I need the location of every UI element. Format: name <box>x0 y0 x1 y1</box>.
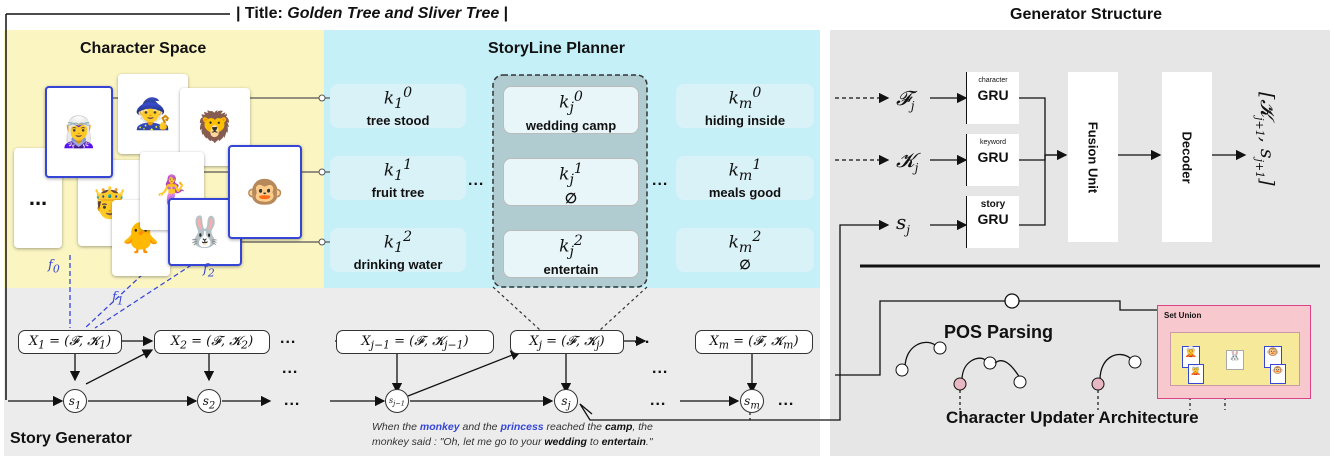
fusion-unit: Fusion Unit <box>1068 72 1118 242</box>
flow-label-f2: f2 <box>203 262 215 280</box>
story-title: | Title: Golden Tree and Sliver Tree | <box>236 5 508 23</box>
title-story-name: Golden Tree and Sliver Tree <box>287 5 500 22</box>
x-node-m: Xm = (𝓕, 𝓚m) <box>695 330 813 354</box>
set-union-elf-icon-2: 🧝 <box>1188 364 1204 384</box>
keyword-km-1: km1 meals good <box>676 156 814 200</box>
gru-name: GRU <box>977 87 1009 103</box>
gru-tag: keyword <box>979 139 1007 146</box>
s-chain-ellipsis-3: ... <box>652 360 669 377</box>
keyword-text: drinking water <box>353 257 443 273</box>
story-generator-panel <box>4 288 820 456</box>
highlight-princess: princess <box>500 421 544 433</box>
gru-tag: story <box>980 199 1006 210</box>
planner-ellipsis-left: ... <box>468 172 485 189</box>
sentence-line-1: When the monkey and the princess reached… <box>372 421 653 433</box>
decoder-label: Decoder <box>1179 130 1195 184</box>
s-chain-ellipsis-1: ... <box>282 360 299 377</box>
character-updater-title: Character Updater Architecture <box>946 408 1199 427</box>
s-chain-ellipsis-2: ... <box>284 392 301 409</box>
keyword-km-0: km0 hiding inside <box>676 84 814 128</box>
x-chain-ellipsis-2: ... <box>634 330 651 347</box>
ellipsis-card-text: ... <box>28 185 48 210</box>
set-union-rabbit-icon: 🐰 <box>1226 350 1244 370</box>
x-node-j-1: Xj−1 = (𝓕, 𝓚j−1) <box>336 330 494 354</box>
gru-name: GRU <box>977 211 1009 227</box>
card-elf: 🧝‍♀️ <box>45 86 113 178</box>
x-chain-ellipsis-1: ... <box>280 330 297 347</box>
input-K: 𝓚j <box>896 148 919 175</box>
keyword-text: wedding camp <box>525 118 617 134</box>
keyword-text: ∅ <box>564 190 578 207</box>
card-wizard: 🧙 <box>118 74 188 154</box>
planner-ellipsis-right: ... <box>652 172 669 189</box>
sentence-line-2: monkey said : "Oh, let me go to your wed… <box>372 436 653 448</box>
storyline-planner-title: StoryLine Planner <box>488 40 625 57</box>
story-generator-title: Story Generator <box>10 430 132 447</box>
s-node-j-1: sj−1 <box>385 389 409 413</box>
input-s: sj <box>896 210 910 237</box>
keyword-text: entertain <box>543 262 599 278</box>
elf-icon: 🧝‍♀️ <box>60 115 98 149</box>
gru-tag: character <box>978 77 1008 84</box>
card-monkey: 🐵 <box>228 145 302 239</box>
set-union-label: Set Union <box>1164 311 1202 320</box>
set-union-box: Set Union 🧝 🐰 🐵 🧝 🐵 <box>1157 305 1311 399</box>
x-node-j: Xj = (𝓕, 𝓚j) <box>510 330 624 354</box>
keyword-text: fruit tree <box>371 185 425 201</box>
keyword-gru: keyword GRU <box>966 134 1019 186</box>
generated-sentence: When the monkey and the princess reached… <box>372 420 653 450</box>
s-node-2: s2 <box>197 389 221 413</box>
highlight-camp: camp <box>604 421 633 433</box>
gru-name: GRU <box>977 149 1009 165</box>
keyword-km-2: km2 ∅ <box>676 228 814 272</box>
generator-output: [𝓚j+1, sj+1] <box>1253 92 1278 186</box>
keyword-k1-0: k10 tree stood <box>330 84 466 128</box>
input-F: 𝓕j <box>896 86 915 113</box>
s-node-m: sm <box>740 389 764 413</box>
generator-structure-title: Generator Structure <box>1010 6 1163 23</box>
flow-label-f0: f0 <box>48 258 60 276</box>
s-chain-ellipsis-5: ... <box>778 392 795 409</box>
keyword-text: ∅ <box>739 257 751 273</box>
highlight-entertain: entertain <box>601 436 646 448</box>
keyword-text: tree stood <box>366 113 430 129</box>
decoder: Decoder <box>1162 72 1212 242</box>
title-prefix: | Title: <box>236 5 288 22</box>
story-gru: story GRU <box>966 196 1019 248</box>
x-node-1: X1 = (𝓕, 𝓚1) <box>18 330 122 354</box>
lion-icon: 🦁 <box>196 110 234 144</box>
s-node-1: s1 <box>63 389 87 413</box>
monkey-icon: 🐵 <box>246 175 284 209</box>
keyword-k1-1: k11 fruit tree <box>330 156 466 200</box>
highlight-monkey: monkey <box>419 421 460 433</box>
set-union-monkey-icon-2: 🐵 <box>1270 364 1286 384</box>
pos-parsing-label: POS Parsing <box>944 322 1054 342</box>
character-gru: character GRU <box>966 72 1019 124</box>
keyword-kj-1: kj1 ∅ <box>503 158 639 206</box>
x-node-2: X2 = (𝓕, 𝓚2) <box>154 330 270 354</box>
character-space-title: Character Space <box>80 40 207 57</box>
keyword-text: meals good <box>708 185 782 201</box>
wizard-icon: 🧙 <box>134 97 172 131</box>
flow-label-f1: f1 <box>112 290 124 308</box>
keyword-kj-0: kj0 wedding camp <box>503 86 639 134</box>
fusion-unit-label: Fusion Unit <box>1085 121 1101 193</box>
keyword-k1-2: k12 drinking water <box>330 228 466 272</box>
rabbit-icon: 🐰 <box>186 215 224 249</box>
s-node-j: sj <box>554 389 578 413</box>
keyword-kj-2: kj2 entertain <box>503 230 639 278</box>
highlight-wedding: wedding <box>544 436 587 448</box>
keyword-text: hiding inside <box>704 113 786 129</box>
title-suffix: | <box>499 5 509 22</box>
s-chain-ellipsis-4: ... <box>650 392 667 409</box>
